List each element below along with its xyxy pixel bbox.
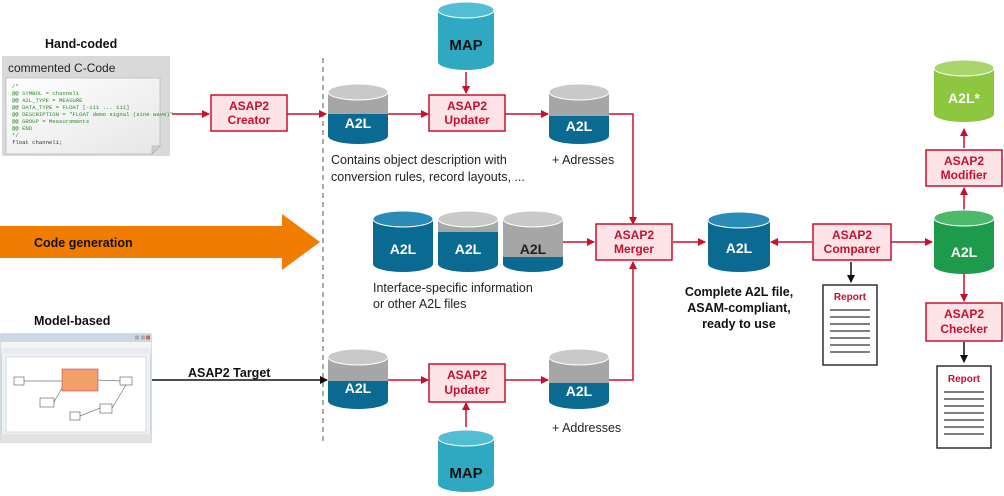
asap2-merger-box: ASAP2 Merger xyxy=(595,223,673,261)
c-code-line: @@ DATA_TYPE = FLOAT [-111 ... 111] xyxy=(12,104,130,111)
a2l-bottom-output-cylinder: A2L xyxy=(548,348,610,409)
c-code-line: @@ DESCRIPTION = "FLOAT demo signal (sin… xyxy=(12,111,173,118)
code-generation-label: Code generation xyxy=(34,236,133,250)
asap2-comparer-line1: ASAP2 xyxy=(832,228,872,242)
interface-info-line2: or other A2L files xyxy=(373,297,466,311)
map-top-label: MAP xyxy=(449,37,482,54)
asap2-comparer-line2: Comparer xyxy=(824,242,881,256)
complete-a2l-line1: Complete A2L file, xyxy=(685,285,793,299)
a2l-green-cylinder: A2L xyxy=(933,209,995,274)
a2l-top-input-label: A2L xyxy=(345,115,372,131)
complete-a2l-line2: ASAM-compliant, xyxy=(687,301,790,315)
asap2-comparer-box: ASAP2 Comparer xyxy=(812,223,892,261)
asap2-target-label: ASAP2 Target xyxy=(188,366,271,380)
c-code-line: @@ GROUP = Measurements xyxy=(12,118,89,125)
a2l-green-label: A2L xyxy=(951,244,978,260)
a2l-top-input-cylinder: A2L xyxy=(327,83,389,144)
asap2-checker-line1: ASAP2 xyxy=(944,307,984,321)
asap2-merger-line1: ASAP2 xyxy=(614,228,654,242)
object-description-line2: conversion rules, record layouts, ... xyxy=(331,170,525,184)
a2l-interface-cylinder-2: A2L xyxy=(437,210,499,272)
asap2-updater-bottom-line2: Updater xyxy=(444,383,490,397)
a2l-bottom-input-cylinder: A2L xyxy=(327,348,389,409)
asap2-updater-top-line1: ASAP2 xyxy=(447,99,487,113)
a2l-bottom-output-label: A2L xyxy=(566,383,593,399)
map-top-cylinder: MAP xyxy=(437,1,495,70)
a2l-merged-label: A2L xyxy=(726,240,753,256)
asap2-creator-box: ASAP2 Creator xyxy=(210,94,288,132)
a2l-interface-3-label: A2L xyxy=(520,241,547,257)
map-bottom-cylinder: MAP xyxy=(437,429,495,492)
a2l-interface-2-label: A2L xyxy=(455,241,482,257)
c-code-line: @@ END xyxy=(12,125,33,132)
c-code-title: commented C-Code xyxy=(8,61,116,75)
a2l-top-output-label: A2L xyxy=(566,118,593,134)
connectors xyxy=(152,72,968,427)
a2l-interface-cylinder-3: A2L xyxy=(502,210,564,272)
a2l-bottom-input-label: A2L xyxy=(345,380,372,396)
asap2-modifier-line1: ASAP2 xyxy=(944,154,984,168)
asap2-checker-line2: Checker xyxy=(940,322,988,336)
c-code-line: @@ A2L_TYPE = MEASURE xyxy=(12,97,83,104)
asap2-modifier-line2: Modifier xyxy=(941,168,988,182)
code-generation-arrow: Code generation xyxy=(0,214,320,270)
hand-coded-label: Hand-coded xyxy=(45,37,117,51)
a2l-modified-cylinder: A2L* xyxy=(933,59,995,122)
asap2-modifier-box: ASAP2 Modifier xyxy=(925,149,1003,187)
asap2-updater-bottom-box: ASAP2 Updater xyxy=(428,363,506,403)
object-description-line1: Contains object description with xyxy=(331,153,507,167)
a2l-top-output-cylinder: A2L xyxy=(548,83,610,144)
c-code-lines: /*@@ SYMBOL = channel1@@ A2L_TYPE = MEAS… xyxy=(12,83,173,146)
comparer-report-document: Report xyxy=(822,284,878,366)
complete-a2l-line3: ready to use xyxy=(702,317,776,331)
a2l-interface-cylinder-1: A2L xyxy=(372,210,434,272)
asap2-creator-line2: Creator xyxy=(228,113,271,127)
asap2-updater-top-box: ASAP2 Updater xyxy=(428,94,506,132)
checker-report-document: Report xyxy=(936,365,992,449)
a2l-merged-cylinder: A2L xyxy=(707,211,771,272)
asap2-merger-line2: Merger xyxy=(614,242,654,256)
asap2-updater-bottom-line1: ASAP2 xyxy=(447,368,487,382)
a2l-modified-label: A2L* xyxy=(948,90,980,106)
addresses-label: + Addresses xyxy=(552,421,621,435)
c-code-line: float channel1; xyxy=(12,139,62,146)
checker-report-title: Report xyxy=(948,374,981,385)
c-code-line: */ xyxy=(12,132,19,139)
simulink-model-screenshot xyxy=(0,333,152,443)
c-code-panel: commented C-Code /*@@ SYMBOL = channel1@… xyxy=(2,56,173,156)
asap2-updater-top-line2: Updater xyxy=(444,113,490,127)
interface-info-line1: Interface-specific information xyxy=(373,281,533,295)
comparer-report-title: Report xyxy=(834,292,867,303)
asap2-creator-line1: ASAP2 xyxy=(229,99,269,113)
a2l-interface-1-label: A2L xyxy=(390,241,417,257)
adresses-label: + Adresses xyxy=(552,153,614,167)
c-code-line: /* xyxy=(12,83,19,90)
c-code-line: @@ SYMBOL = channel1 xyxy=(12,90,80,97)
asap2-checker-box: ASAP2 Checker xyxy=(925,302,1003,342)
model-based-label: Model-based xyxy=(34,314,110,328)
map-bottom-label: MAP xyxy=(449,465,482,482)
